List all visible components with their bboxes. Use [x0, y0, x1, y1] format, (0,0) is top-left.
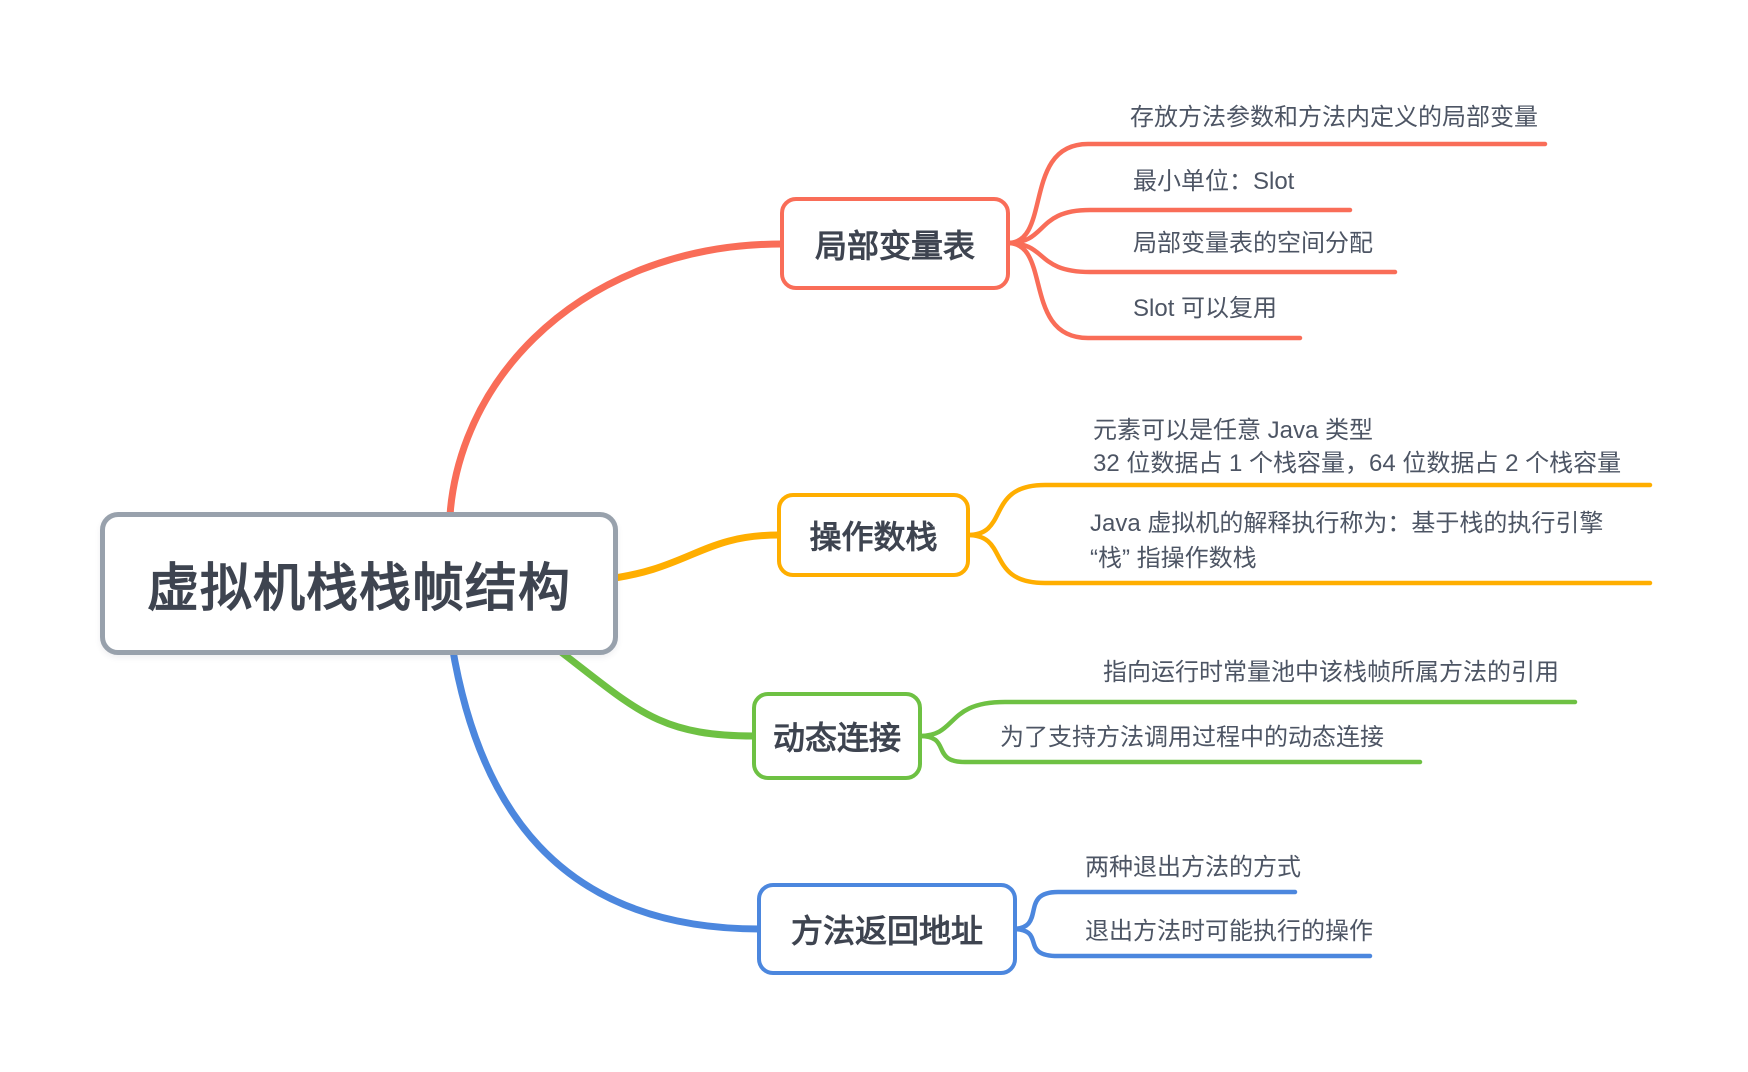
leaf-topic[interactable]: Slot 可以复用 — [1133, 292, 1277, 325]
branch-curve-operand-stack — [596, 531, 783, 584]
leaf-text: 32 位数据占 1 个栈容量，64 位数据占 2 个栈容量 — [1093, 450, 1622, 477]
branch-curve-local-variable-table — [445, 240, 786, 559]
leaf-topic[interactable]: 局部变量表的空间分配 — [1133, 227, 1373, 260]
branch-topic-label: 方法返回地址 — [790, 913, 983, 949]
leaf-topic[interactable]: 最小单位：Slot — [1133, 165, 1294, 198]
leaf-text: 指向运行时常量池中该栈帧所属方法的引用 — [1103, 659, 1559, 686]
leaf-topic[interactable]: 指向运行时常量池中该栈帧所属方法的引用 — [1103, 656, 1559, 689]
root-topic-label: 虚拟机栈栈帧结构 — [146, 560, 571, 618]
leaf-topic[interactable]: 两种退出方法的方式 — [1085, 851, 1301, 884]
leaf-text: 最小单位：Slot — [1133, 168, 1295, 195]
leaf-line-green-2 — [917, 733, 1423, 765]
leaf-line-yellow-2 — [965, 532, 1653, 586]
leaf-line-green-1 — [917, 699, 1578, 739]
branch-topic-operand-stack[interactable]: 操作数栈 — [777, 493, 970, 577]
leaf-text: 两种退出方法的方式 — [1085, 854, 1301, 881]
leaf-topic[interactable]: Java 虚拟机的解释执行称为：基于栈的执行引擎 “栈” 指操作数栈 — [1090, 506, 1603, 576]
leaf-line-blue-1 — [1009, 889, 1298, 932]
leaf-line-red-4 — [1005, 240, 1303, 341]
leaf-topic[interactable]: 元素可以是任意 Java 类型 32 位数据占 1 个栈容量，64 位数据占 2… — [1093, 414, 1621, 480]
leaf-line-blue-2 — [1009, 926, 1373, 959]
leaf-topic[interactable]: 退出方法时可能执行的操作 — [1085, 915, 1373, 948]
leaf-text: 元素可以是任意 Java 类型 — [1093, 417, 1374, 444]
branch-topic-label: 操作数栈 — [809, 519, 938, 555]
branch-topic-local-variable-table[interactable]: 局部变量表 — [780, 197, 1010, 290]
leaf-text: Slot 可以复用 — [1133, 295, 1278, 322]
leaf-text: 退出方法时可能执行的操作 — [1085, 918, 1373, 945]
leaf-line-red-1 — [1005, 141, 1548, 246]
leaf-text: 存放方法参数和方法内定义的局部变量 — [1130, 104, 1538, 131]
leaf-text: 为了支持方法调用过程中的动态连接 — [1000, 724, 1384, 751]
leaf-line-yellow-1 — [965, 482, 1653, 538]
branch-topic-return-address[interactable]: 方法返回地址 — [757, 883, 1017, 975]
branch-curve-dynamic-linking — [544, 638, 758, 740]
branch-topic-label: 局部变量表 — [814, 227, 975, 264]
leaf-text: 局部变量表的空间分配 — [1133, 230, 1373, 257]
branch-topic-dynamic-linking[interactable]: 动态连接 — [752, 692, 922, 780]
leaf-text: “栈” 指操作数栈 — [1090, 545, 1257, 572]
branch-topic-label: 动态连接 — [772, 720, 901, 756]
leaf-text: Java 虚拟机的解释执行称为：基于栈的执行引擎 — [1090, 510, 1604, 537]
leaf-topic[interactable]: 为了支持方法调用过程中的动态连接 — [1000, 721, 1384, 754]
root-topic[interactable]: 虚拟机栈栈帧结构 — [100, 512, 618, 655]
branch-curve-return-address — [448, 641, 764, 933]
leaf-line-red-2 — [1005, 207, 1353, 246]
leaf-topic[interactable]: 存放方法参数和方法内定义的局部变量 — [1130, 101, 1538, 134]
